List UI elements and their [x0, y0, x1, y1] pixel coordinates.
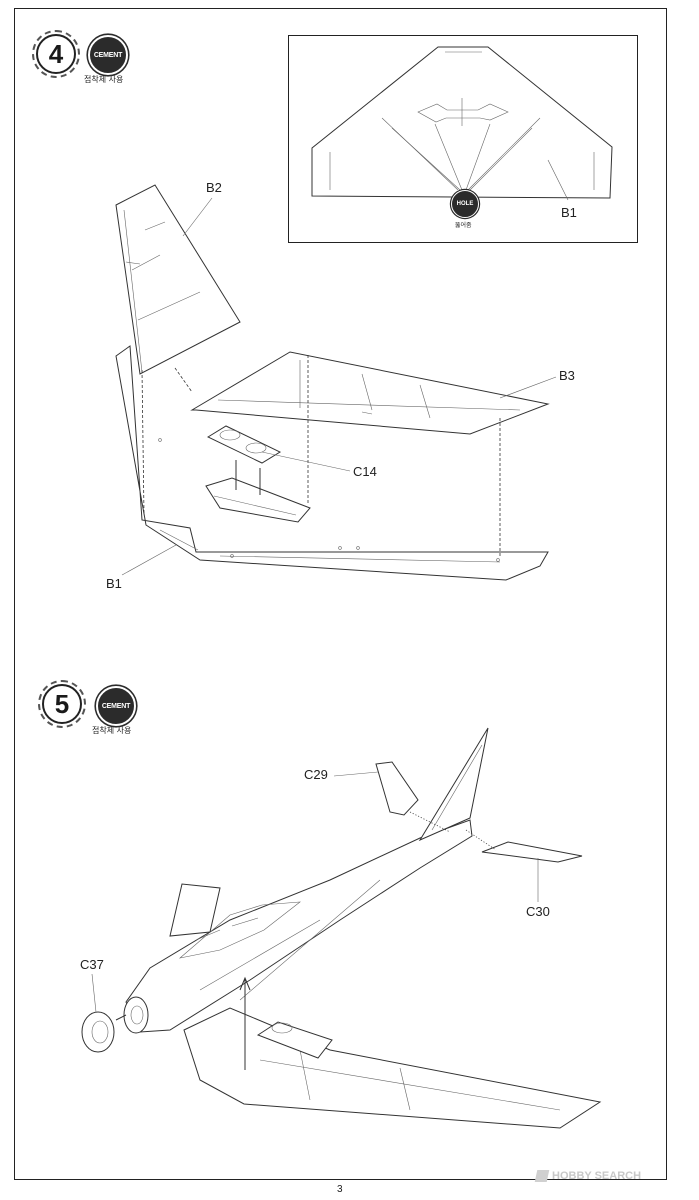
cement-caption: 접착제 사용 [84, 75, 124, 84]
b2-leader-line [182, 197, 213, 237]
callout-b3: B3 [559, 368, 575, 383]
step-4-inset-box [288, 35, 638, 243]
callout-c14: C14 [353, 464, 377, 479]
step5-guide-lines [115, 811, 497, 1070]
callout-c30: C30 [526, 904, 550, 919]
c14-leader-line [261, 451, 351, 472]
hole-caption: 뚫어줌 [455, 222, 472, 229]
b2-vertical-fin-drawing [115, 184, 241, 375]
aircraft-tail-fin-drawing [418, 727, 489, 842]
b3-leader-line [499, 376, 557, 399]
watermark-text: HOBBY SEARCH [552, 1170, 642, 1182]
hole-icon: HOLE [451, 190, 479, 218]
watermark: HOBBY SEARCH [534, 1170, 642, 1182]
c29-fin-tip-drawing [375, 761, 419, 816]
cement-icon: CEMENT [96, 686, 136, 726]
callout-b2: B2 [206, 180, 222, 195]
callout-c29: C29 [304, 767, 328, 782]
step-5-number: 5 [38, 680, 86, 728]
c37-leader-line [91, 973, 97, 1013]
hobby-search-logo-icon [534, 1170, 550, 1182]
callout-b1: B1 [106, 576, 122, 591]
aircraft-wing-upper-drawing [169, 883, 221, 937]
cement-icon: CEMENT [88, 35, 128, 75]
c30-tailplane-drawing [481, 841, 583, 863]
step-4-number: 4 [32, 30, 80, 78]
aircraft-wing-lower-drawing [183, 1007, 602, 1129]
c37-intake-ring-drawing [81, 1011, 115, 1053]
page-number: 3 [337, 1184, 343, 1195]
c29-leader-line [333, 771, 379, 777]
callout-c37: C37 [80, 957, 104, 972]
inset-wing-plan-drawing [311, 46, 613, 201]
c14-part-drawing [205, 425, 311, 523]
cement-caption: 접착제 사용 [92, 726, 132, 735]
aircraft-fuselage-drawing [123, 819, 473, 1034]
b3-wing-upper-half-drawing [190, 351, 550, 435]
b1-wing-lower-half-drawing [115, 345, 549, 581]
inset-callout-b1: B1 [561, 205, 577, 220]
step4-guide-lines [141, 355, 501, 558]
instruction-page-frame [14, 8, 667, 1180]
b1-leader-line [121, 544, 177, 576]
